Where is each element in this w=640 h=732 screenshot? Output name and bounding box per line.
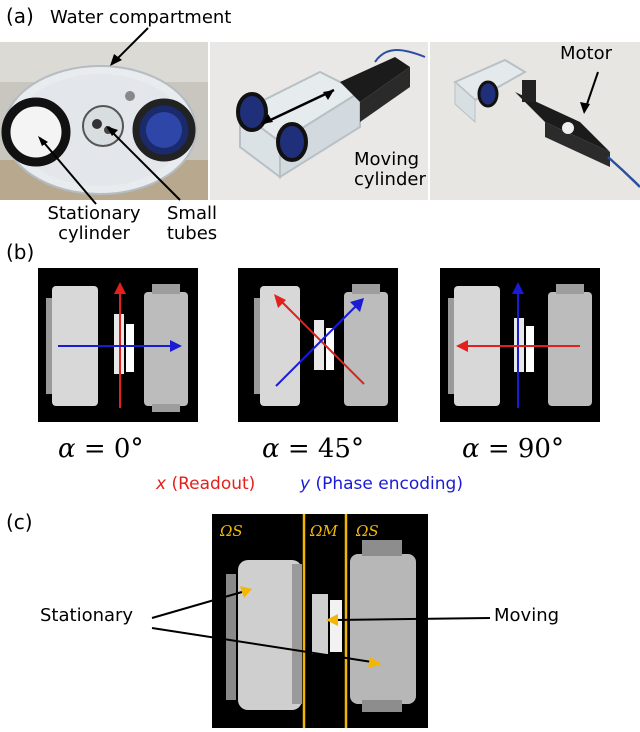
- mri-image-alpha-45: [238, 268, 398, 422]
- alpha-label-45: α = 45°: [262, 434, 364, 464]
- stationary-label: Stationary: [40, 605, 134, 626]
- alpha-unit: °: [350, 434, 364, 464]
- alpha-equals: =: [487, 434, 510, 464]
- motor-label: Motor: [560, 43, 613, 64]
- readout-legend: x (Readout): [156, 474, 255, 494]
- alpha-symbol: α: [462, 434, 480, 464]
- phase-legend: y (Phase encoding): [300, 474, 463, 494]
- phase-var: y: [300, 474, 311, 494]
- stationary-cylinder-label-line2: cylinder: [58, 223, 130, 244]
- mri-image-alpha-0: [38, 268, 198, 422]
- alpha-unit: °: [550, 434, 564, 464]
- small-tubes-label-line2: tubes: [166, 223, 218, 244]
- mri-region-image: [212, 514, 428, 728]
- panel-a-label: (a): [6, 4, 34, 28]
- water-compartment-label: Water compartment: [50, 7, 232, 28]
- alpha-value: 45: [317, 434, 351, 464]
- phantom-front-photo: [0, 42, 208, 200]
- mri-image-alpha-90: [440, 268, 600, 422]
- alpha-label-0: α = 0°: [58, 434, 143, 464]
- panel-c-arrows: [151, 586, 491, 668]
- moving-cylinder-label-line1: Moving: [354, 149, 420, 170]
- phase-text: (Phase encoding): [315, 474, 463, 494]
- readout-var: x: [156, 474, 167, 494]
- moving-cylinder-photo: [210, 42, 428, 200]
- alpha-value: 90: [517, 434, 551, 464]
- panel-c-label: (c): [6, 510, 33, 534]
- stationary-cylinder-label: Stationary cylinder: [38, 204, 150, 244]
- motor-photo: [430, 42, 640, 200]
- region-label-moving: ΩM: [310, 522, 338, 540]
- moving-cylinder-label-line2: cylinder: [354, 169, 426, 190]
- readout-text: (Readout): [171, 474, 256, 494]
- alpha-label-90: α = 90°: [462, 434, 564, 464]
- panel-a-arrows: [38, 27, 599, 205]
- panel-b-label: (b): [6, 240, 35, 264]
- moving-label: Moving: [494, 605, 560, 626]
- stationary-cylinder-label-line1: Stationary: [47, 203, 141, 224]
- small-tubes-label: Small tubes: [160, 204, 224, 244]
- region-label-stationary-right: ΩS: [356, 522, 379, 540]
- alpha-equals: =: [83, 434, 106, 464]
- moving-cylinder-label: Moving cylinder: [354, 150, 426, 190]
- alpha-symbol: α: [262, 434, 280, 464]
- alpha-unit: °: [130, 434, 144, 464]
- alpha-value: 0: [113, 434, 131, 464]
- alpha-equals: =: [287, 434, 310, 464]
- region-label-stationary-left: ΩS: [220, 522, 243, 540]
- alpha-symbol: α: [58, 434, 76, 464]
- small-tubes-label-line1: Small: [167, 203, 217, 224]
